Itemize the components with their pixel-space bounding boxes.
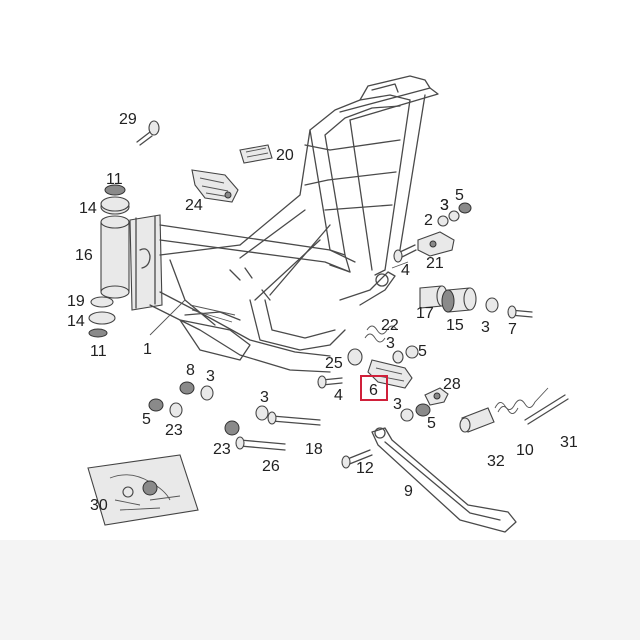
footpeg-20 bbox=[239, 144, 273, 164]
callout-label: 22 bbox=[381, 317, 399, 334]
callout-label: 17 bbox=[416, 305, 434, 322]
callout-label: 10 bbox=[516, 442, 534, 459]
callout-label: 18 bbox=[305, 441, 323, 458]
callout-label: 3 bbox=[440, 197, 449, 214]
callout-label: 28 bbox=[443, 376, 461, 393]
callout-label: 32 bbox=[487, 453, 505, 470]
callout-label: 1 bbox=[143, 341, 152, 358]
callout-label: 30 bbox=[90, 497, 108, 514]
callout-label: 23 bbox=[213, 441, 231, 458]
bracket-28 bbox=[400, 387, 449, 422]
callout-label: 21 bbox=[426, 255, 444, 272]
decal-sheet-30 bbox=[87, 454, 199, 526]
callout-label: 6 bbox=[369, 382, 378, 399]
callout-label: 11 bbox=[90, 343, 107, 360]
footpeg-24 bbox=[191, 169, 239, 203]
callout-label: 24 bbox=[185, 197, 203, 214]
side-stand-9 bbox=[371, 427, 517, 533]
steering-parts bbox=[88, 184, 130, 338]
callout-label: 14 bbox=[67, 313, 85, 330]
callout-label: 4 bbox=[334, 387, 343, 404]
pivot-bolts bbox=[224, 405, 321, 451]
highlight-box bbox=[360, 375, 388, 401]
footrest-assembly-21 bbox=[393, 202, 472, 263]
footpeg-6-assembly bbox=[317, 325, 419, 389]
callout-label: 15 bbox=[446, 317, 464, 334]
callout-label: 5 bbox=[142, 411, 151, 428]
leader-lines bbox=[149, 261, 409, 336]
callout-label: 8 bbox=[186, 362, 195, 379]
callout-label: 19 bbox=[67, 293, 85, 310]
callout-label: 3 bbox=[260, 389, 269, 406]
callout-label: 3 bbox=[386, 335, 395, 352]
callout-label: 3 bbox=[440, 197, 449, 214]
callout-label: 9 bbox=[404, 483, 413, 500]
callout-label: 11 bbox=[106, 171, 123, 188]
stand-spring-parts bbox=[459, 387, 569, 433]
callout-label: 26 bbox=[262, 458, 280, 475]
footer-band bbox=[0, 540, 640, 640]
callout-label: 23 bbox=[165, 422, 183, 439]
bushings bbox=[419, 285, 533, 319]
callout-label: 14 bbox=[79, 200, 97, 217]
callout-label: 31 bbox=[560, 434, 578, 451]
callout-label: 16 bbox=[75, 247, 93, 264]
nuts-washers-left bbox=[148, 381, 214, 418]
callout-label: 7 bbox=[508, 321, 517, 338]
callout-label: 2 bbox=[424, 212, 433, 229]
callout-labels: 29 20 11 14 16 19 14 11 1 24 3 5 2 3 4 2… bbox=[67, 111, 578, 514]
callout-label: 20 bbox=[276, 147, 294, 164]
callout-label: 3 bbox=[393, 396, 402, 413]
callout-label: 5 bbox=[455, 187, 464, 204]
callout-label: 4 bbox=[401, 262, 410, 279]
callout-label: 5 bbox=[427, 415, 436, 432]
bolt-29 bbox=[136, 120, 160, 146]
callout-label: 3 bbox=[481, 319, 490, 336]
bolt-12 bbox=[341, 449, 373, 469]
frame-drawing bbox=[129, 75, 439, 373]
callout-label: 5 bbox=[418, 343, 427, 360]
callout-label: 3 bbox=[206, 368, 215, 385]
callout-label: 29 bbox=[119, 111, 137, 128]
callout-label: 25 bbox=[325, 355, 343, 372]
callout-label: 12 bbox=[356, 460, 374, 477]
